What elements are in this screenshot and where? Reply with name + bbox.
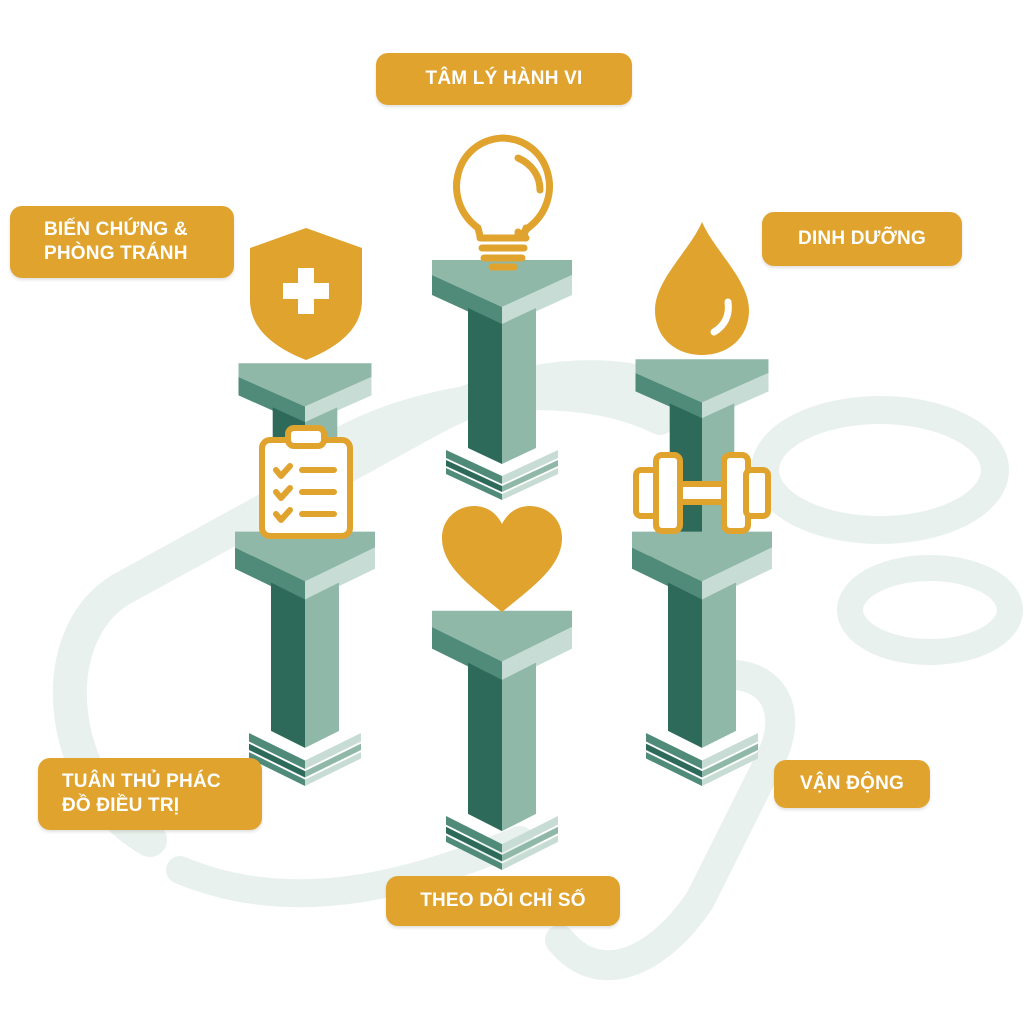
label-text-line-1: TUÂN THỦ PHÁC [62,771,221,792]
label-text-line-1: BIẾN CHỨNG & [44,219,188,240]
label-bien-chung-phong-tranh: BIẾN CHỨNG & PHÒNG TRÁNH [10,206,234,278]
heart-icon [442,506,562,612]
label-van-dong: VẬN ĐỘNG [774,760,930,808]
label-tuan-thu-phac-do-dieu-tri: TUÂN THỦ PHÁC ĐỒ ĐIỀU TRỊ [38,758,262,830]
label-text: THEO DÕI CHỈ SỐ [420,890,586,911]
label-dinh-duong: DINH DƯỠNG [762,212,962,266]
pillar-bottom-right [632,531,772,786]
shield-plus-icon [250,228,362,360]
dumbbell-icon [633,452,771,534]
water-drop-icon [655,222,749,355]
pillar-bottom-center [432,610,572,870]
lightbulb-icon [453,134,553,271]
label-theo-doi-chi-so: THEO DÕI CHỈ SỐ [386,876,620,926]
label-text: DINH DƯỠNG [798,228,926,249]
label-tam-ly-hanh-vi: TÂM LÝ HÀNH VI [376,53,632,105]
label-text-line-2: ĐỒ ĐIỀU TRỊ [62,795,180,816]
label-text-line-2: PHÒNG TRÁNH [44,243,188,264]
pillar-bottom-left [235,531,375,786]
label-text: VẬN ĐỘNG [800,773,904,794]
clipboard-checklist-icon [259,425,353,539]
label-text: TÂM LÝ HÀNH VI [425,68,583,89]
